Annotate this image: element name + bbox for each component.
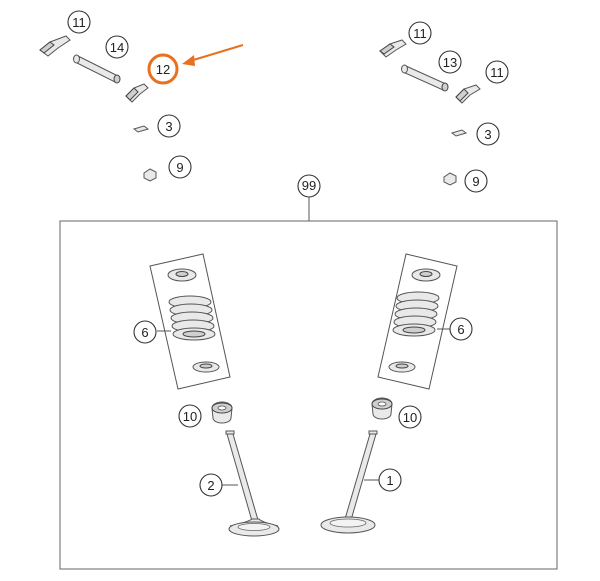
svg-text:11: 11 (413, 26, 427, 41)
callout-10-right: 10 (398, 405, 422, 429)
svg-text:3: 3 (484, 127, 491, 142)
svg-text:9: 9 (472, 174, 479, 189)
callout-11-left: 11 (67, 10, 91, 34)
valve-right (320, 430, 378, 534)
callout-99: 99 (297, 174, 321, 198)
svg-text:3: 3 (165, 119, 172, 134)
callout-11-right: 11 (485, 60, 509, 84)
svg-text:11: 11 (72, 15, 86, 30)
svg-text:10: 10 (183, 409, 197, 424)
callout-11-right-top: 11 (408, 21, 432, 45)
svg-text:9: 9 (176, 160, 183, 175)
svg-text:11: 11 (490, 65, 504, 80)
rocker-arm-right-top (379, 39, 407, 58)
callout-3-left: 3 (157, 114, 181, 138)
rocker-shaft-14 (73, 54, 121, 84)
callout-9-right: 9 (464, 169, 488, 193)
callout-1: 1 (378, 468, 402, 492)
callout-9-left: 9 (168, 155, 192, 179)
svg-text:10: 10 (403, 410, 417, 425)
callout-14: 14 (105, 35, 129, 59)
rocker-arm-12 (125, 83, 149, 103)
svg-text:6: 6 (141, 325, 148, 340)
svg-text:13: 13 (443, 55, 457, 70)
valve-keeper-right (443, 172, 457, 186)
callout-10-left: 10 (178, 404, 202, 428)
callout-6-left: 6 (133, 320, 157, 344)
valve-stem-seal-left (211, 401, 233, 424)
rocker-shaft-13 (401, 64, 449, 92)
svg-text:2: 2 (207, 478, 214, 493)
valve-spring-left (168, 295, 216, 341)
valve-shim-right (450, 129, 468, 137)
spring-kit-panel-left (149, 253, 231, 390)
svg-text:1: 1 (386, 473, 393, 488)
arrow-left-icon (182, 44, 244, 66)
valve-keeper-left (143, 168, 157, 182)
valve-left (225, 430, 280, 537)
svg-text:6: 6 (457, 322, 464, 337)
valve-stem-seal-right (371, 397, 393, 420)
callout-3-right: 3 (476, 122, 500, 146)
callout-12-highlighted: 12 (147, 53, 179, 85)
valve-spring-right (392, 291, 440, 337)
rocker-arm-right (455, 84, 481, 104)
callout-6-right: 6 (449, 317, 473, 341)
assembly-box-99 (59, 220, 558, 570)
callout-13: 13 (438, 50, 462, 74)
svg-text:14: 14 (110, 40, 124, 55)
svg-text:12: 12 (156, 62, 170, 77)
valve-shim-left (132, 125, 150, 133)
rocker-arm-left-top (39, 35, 71, 57)
svg-text:99: 99 (302, 178, 316, 193)
callout-2: 2 (199, 473, 223, 497)
spring-kit-panel-right (377, 253, 458, 390)
